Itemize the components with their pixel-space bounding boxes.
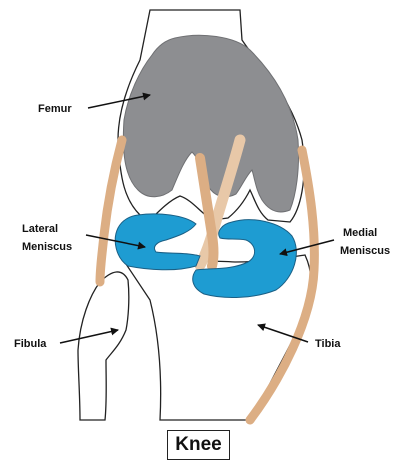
label-tibia: Tibia (315, 338, 341, 350)
fibula-bone (78, 272, 129, 420)
label-lateral-meniscus-line2: Meniscus (22, 241, 72, 253)
label-lateral-meniscus-line1: Lateral (22, 223, 58, 235)
lateral-collateral-ligament (100, 140, 122, 282)
label-fibula: Fibula (14, 338, 47, 350)
label-medial-meniscus-line1: Medial (343, 227, 377, 239)
femur-cartilage (123, 35, 298, 212)
caption-box: Knee (167, 430, 230, 460)
caption-text: Knee (175, 434, 221, 456)
lateral-meniscus (115, 214, 200, 270)
label-femur: Femur (38, 103, 72, 115)
label-medial-meniscus-line2: Meniscus (340, 245, 390, 257)
